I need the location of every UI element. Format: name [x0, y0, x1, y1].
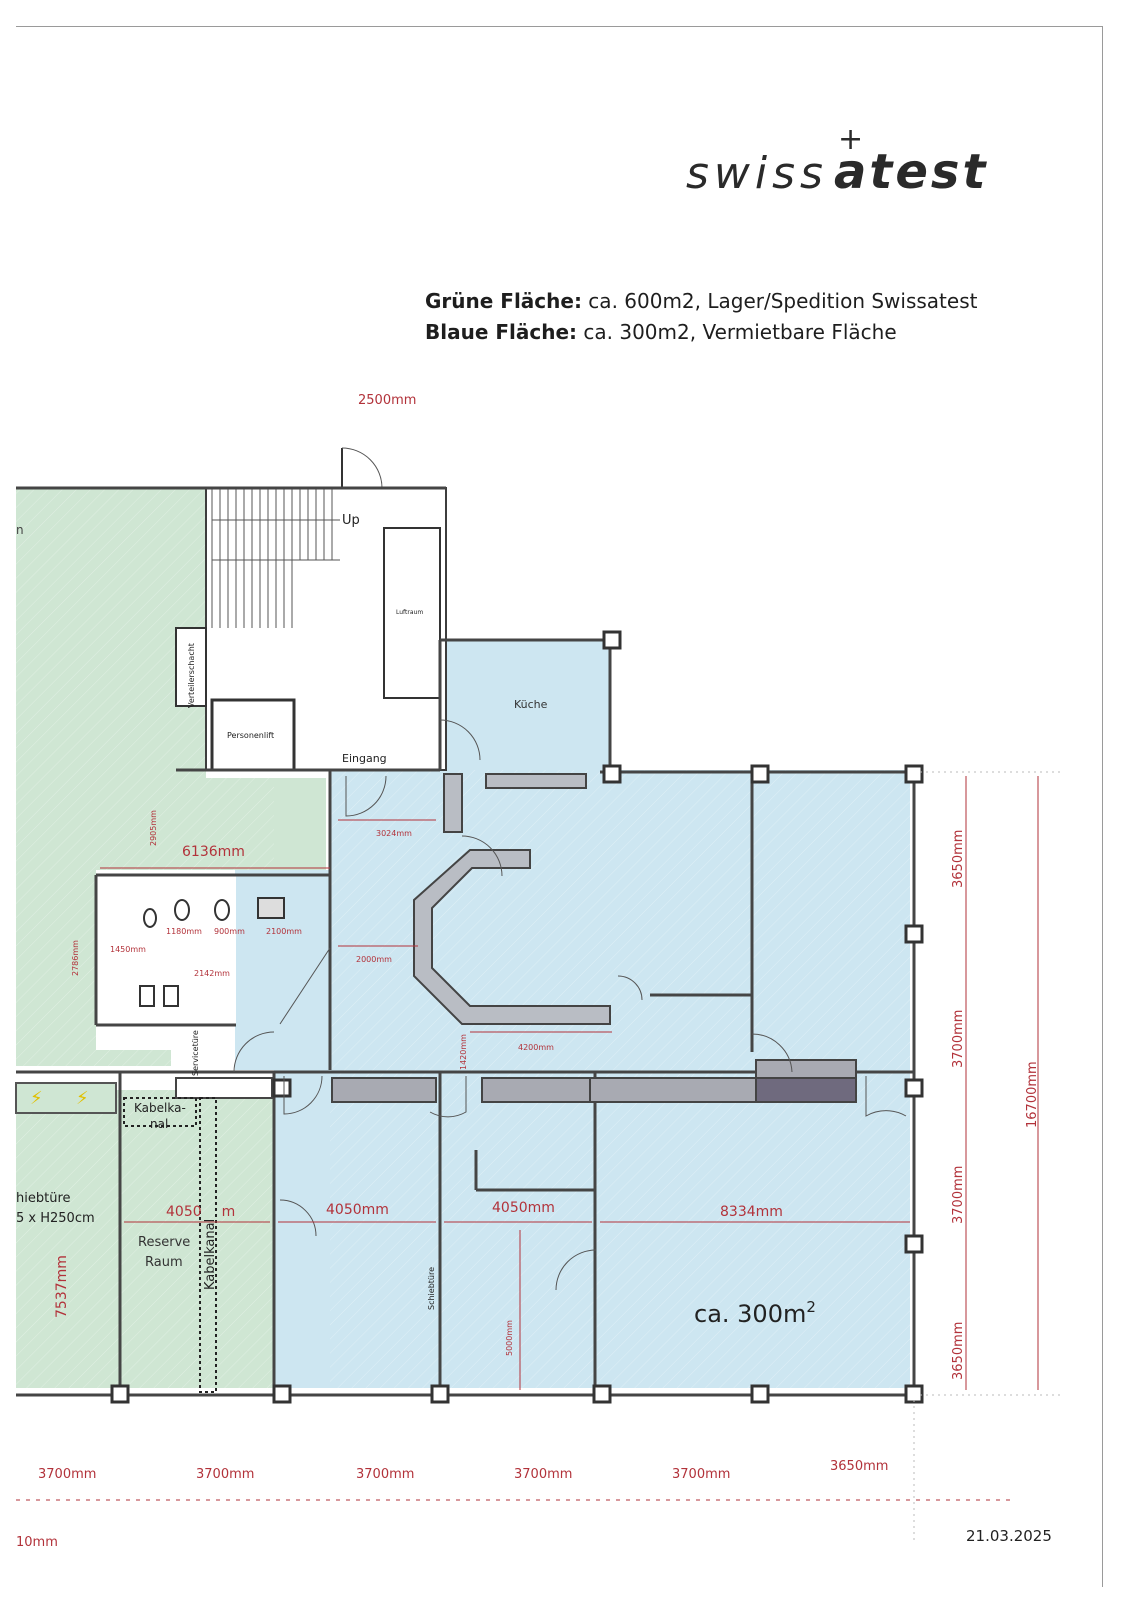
- label-area: ca. 300m2: [694, 1298, 816, 1328]
- label-area-text: ca. 300m: [694, 1300, 806, 1328]
- lightning-icon: ⚡: [76, 1088, 89, 1109]
- legend-green-text: ca. 600m2, Lager/Spedition Swissatest: [581, 289, 978, 313]
- dim-bottom-4: 3700mm: [514, 1467, 572, 1482]
- page-frame: [16, 26, 1103, 1587]
- logo-text-atest: atest: [834, 144, 989, 200]
- dim-3024: 3024mm: [376, 829, 412, 838]
- document-date: 21.03.2025: [966, 1527, 1052, 1545]
- dim-bottom-1: 3700mm: [38, 1467, 96, 1482]
- toilet-icon: [143, 908, 157, 928]
- label-schiebetuere-left-b: 5 x H250cm: [16, 1211, 95, 1226]
- dim-bottom-left-fragment: 10mm: [16, 1535, 58, 1550]
- legend-blue-label: Blaue Fläche:: [425, 320, 578, 344]
- dim-8334: 8334mm: [720, 1204, 783, 1220]
- partition-bars: ⚡ ⚡: [15, 1059, 857, 1114]
- dimension-markers: [16, 776, 1039, 1501]
- lightning-icon: ⚡: [30, 1088, 43, 1109]
- dim-1420: 1420mm: [459, 1034, 468, 1070]
- cable-channel: [123, 1097, 217, 1393]
- label-kabelkanal-vertical: Kabelkanal: [203, 1219, 218, 1290]
- dim-4200: 4200mm: [518, 1043, 554, 1052]
- dim-2905: 2905mm: [149, 810, 158, 846]
- dim-bottom-3: 3700mm: [356, 1467, 414, 1482]
- dim-top-2500: 2500mm: [358, 393, 416, 408]
- label-schiebetuere-left-a: hiebtüre: [16, 1191, 71, 1206]
- legend-green: Grüne Fläche: ca. 600m2, Lager/Spedition…: [425, 286, 977, 317]
- dim-7537: 7537mm: [54, 1255, 70, 1318]
- dim-900: 900mm: [214, 927, 245, 936]
- dim-bottom-5: 3700mm: [672, 1467, 730, 1482]
- toilet-fixtures: [139, 897, 285, 1007]
- label-kabelkanal-b: nal: [150, 1117, 168, 1131]
- label-servicetuere: Servicetüre: [191, 1030, 200, 1076]
- dim-right-3650-top: 3650mm: [951, 830, 966, 888]
- dim-bottom-2: 3700mm: [196, 1467, 254, 1482]
- logo-cross-mark: +: [838, 122, 864, 157]
- accessible-toilet-icon: [257, 897, 285, 919]
- legend-blue-text: ca. 300m2, Vermietbare Fläche: [577, 320, 897, 344]
- toilet-icon: [214, 899, 230, 921]
- dim-bottom-6: 3650mm: [830, 1459, 888, 1474]
- sink-icon: [163, 985, 179, 1007]
- sink-icon: [139, 985, 155, 1007]
- dim-right-3700-b: 3700mm: [951, 1166, 966, 1224]
- dim-right-16700: 16700mm: [1025, 1061, 1040, 1128]
- label-schiebetuere-vertical: Schiebtüre: [427, 1267, 436, 1310]
- dim-1450: 1450mm: [110, 945, 146, 954]
- counter: [413, 849, 611, 1025]
- dim-4050-b: 4050mm: [326, 1202, 389, 1218]
- label-kueche: Küche: [514, 698, 548, 711]
- doors: [233, 719, 907, 1291]
- label-luftraum: Luftraum: [396, 609, 423, 616]
- logo-text-swiss: swiss: [686, 148, 828, 199]
- dim-2100: 2100mm: [266, 927, 302, 936]
- pillar-wall: [443, 773, 463, 833]
- dim-right-3700-a: 3700mm: [951, 1010, 966, 1068]
- kitchen-counter: [485, 773, 587, 789]
- dim-4050-a-suffix: m: [222, 1204, 236, 1220]
- toilet-icon: [174, 899, 190, 921]
- columns: [110, 630, 924, 1404]
- dim-4050-c: 4050mm: [492, 1200, 555, 1216]
- label-kabelkanal-a: Kabelka-: [134, 1101, 186, 1115]
- dim-2142: 2142mm: [194, 969, 230, 978]
- dim-4050-a-value: 4050: [166, 1204, 202, 1220]
- legend-green-label: Grüne Fläche:: [425, 289, 582, 313]
- label-verteilerschacht: Verteilerschacht: [187, 643, 196, 708]
- dim-5000: 5000mm: [505, 1320, 514, 1356]
- label-area-superscript: 2: [806, 1298, 816, 1316]
- dim-6136: 6136mm: [182, 844, 245, 860]
- label-edge-fragment: n: [16, 523, 24, 537]
- dim-2786: 2786mm: [71, 940, 80, 976]
- label-up: Up: [342, 513, 360, 528]
- label-personenlift: Personenlift: [227, 731, 274, 740]
- swissatest-logo: swiss + atest: [686, 122, 1016, 208]
- label-reserve-b: Raum: [145, 1255, 183, 1270]
- legend-blue: Blaue Fläche: ca. 300m2, Vermietbare Flä…: [425, 317, 977, 348]
- label-reserve-a: Reserve: [138, 1235, 190, 1250]
- label-eingang: Eingang: [342, 752, 387, 765]
- dim-4050-a: 4050 m: [166, 1204, 235, 1220]
- area-legend: Grüne Fläche: ca. 600m2, Lager/Spedition…: [425, 286, 977, 348]
- dim-2000: 2000mm: [356, 955, 392, 964]
- dim-1180: 1180mm: [166, 927, 202, 936]
- dim-right-3650-bottom: 3650mm: [951, 1322, 966, 1380]
